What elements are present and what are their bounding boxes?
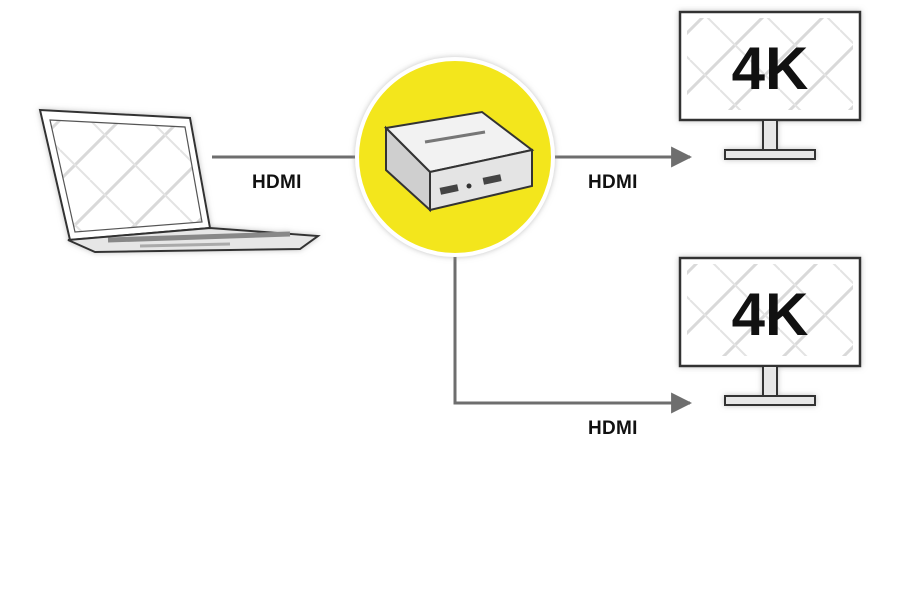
connection-label-splitter-monitor-top: HDMI (588, 172, 638, 193)
laptop-icon (38, 108, 321, 254)
monitor-bottom-resolution-label: 4K (732, 281, 809, 348)
monitor-top-resolution-label: 4K (732, 35, 809, 102)
connector-splitter-to-monitor-bottom (453, 255, 693, 414)
hdmi-splitter-icon (383, 110, 535, 213)
monitor-bottom-icon (678, 256, 862, 406)
connection-label-laptop-splitter: HDMI (252, 172, 302, 193)
connection-label-splitter-monitor-bottom: HDMI (588, 418, 638, 439)
monitor-top-icon (678, 10, 862, 160)
